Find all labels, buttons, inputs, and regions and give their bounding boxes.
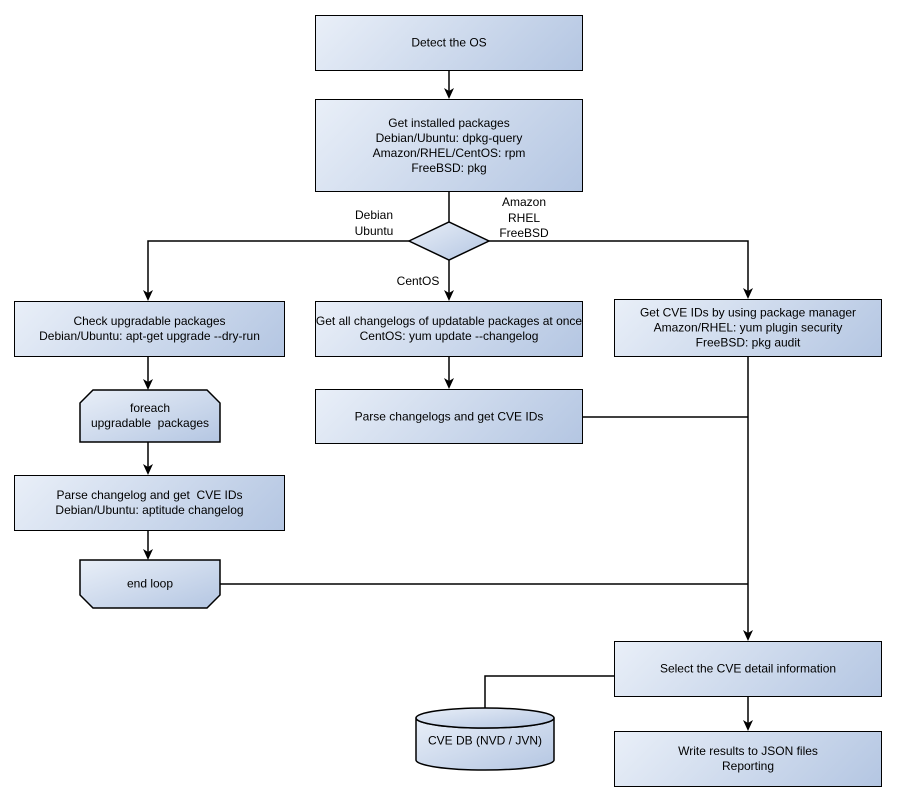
node-detect-os: Detect the OS	[315, 15, 583, 71]
node-end-loop: end loop	[80, 560, 220, 608]
arrowheads	[143, 88, 753, 731]
edges	[147, 71, 749, 724]
arrowhead-down	[143, 290, 153, 301]
node-write-results: Write results to JSON files Reporting	[614, 731, 882, 787]
node-check-upgradable: Check upgradable packages Debian/Ubuntu:…	[14, 301, 285, 357]
node-get-cve-ids-pkg-mgr-label: Get CVE IDs by using package manager Ama…	[639, 305, 857, 350]
node-get-cve-ids-pkg-mgr: Get CVE IDs by using package manager Ama…	[614, 299, 882, 357]
arrowhead-down	[444, 290, 454, 301]
node-foreach-loop-label: foreach upgradable packages	[90, 401, 210, 430]
node-get-installed-packages-label: Get installed packages Debian/Ubuntu: dp…	[372, 115, 526, 175]
node-get-all-changelogs-label: Get all changelogs of updatable packages…	[315, 314, 583, 343]
edge-label-debian-ubuntu: Debian Ubuntu	[354, 208, 394, 238]
node-parse-changelogs-label: Parse changelogs and get CVE IDs	[354, 409, 544, 423]
end-loop-shape	[79, 559, 221, 609]
edge-decision-to-get-cve-ids	[489, 240, 749, 292]
node-cve-db: CVE DB (NVD / JVN)	[416, 722, 554, 760]
node-get-installed-packages: Get installed packages Debian/Ubuntu: dp…	[315, 99, 583, 192]
os-decision-diamond	[407, 221, 491, 261]
arrowhead-down	[143, 379, 153, 390]
node-cve-db-label: CVE DB (NVD / JVN)	[427, 733, 543, 748]
node-get-all-changelogs: Get all changelogs of updatable packages…	[315, 301, 583, 357]
edge-cvedb-to-select	[484, 675, 614, 708]
node-parse-changelogs: Parse changelogs and get CVE IDs	[315, 389, 583, 444]
arrowhead-down	[143, 549, 153, 560]
edge-decision-to-check-upgradable	[147, 240, 409, 294]
node-parse-changelog-deb: Parse changelog and get CVE IDs Debian/U…	[14, 475, 285, 531]
cve-db-cylinder-top	[415, 707, 555, 729]
node-detect-os-label: Detect the OS	[411, 35, 487, 50]
node-end-loop-label: end loop	[126, 576, 174, 591]
node-check-upgradable-label: Check upgradable packages Debian/Ubuntu:…	[39, 314, 260, 343]
arrowhead-down	[143, 464, 153, 475]
arrowhead-down	[444, 88, 454, 99]
node-select-cve-detail: Select the CVE detail information	[614, 641, 882, 697]
edge-label-centos: CentOS	[396, 274, 440, 288]
node-write-results-label: Write results to JSON files Reporting	[678, 744, 818, 773]
node-foreach-loop: foreach upgradable packages	[80, 390, 220, 442]
arrowhead-down	[743, 288, 753, 299]
arrowhead-down	[444, 378, 454, 389]
foreach-loop-shape	[79, 389, 221, 443]
edge-label-amazon-rhel-freebsd: Amazon RHEL FreeBSD	[499, 195, 549, 240]
node-select-cve-detail-label: Select the CVE detail information	[659, 661, 837, 676]
arrowhead-down	[743, 630, 753, 641]
node-parse-changelog-deb-label: Parse changelog and get CVE IDs Debian/U…	[55, 488, 244, 517]
arrowhead-down	[743, 720, 753, 731]
